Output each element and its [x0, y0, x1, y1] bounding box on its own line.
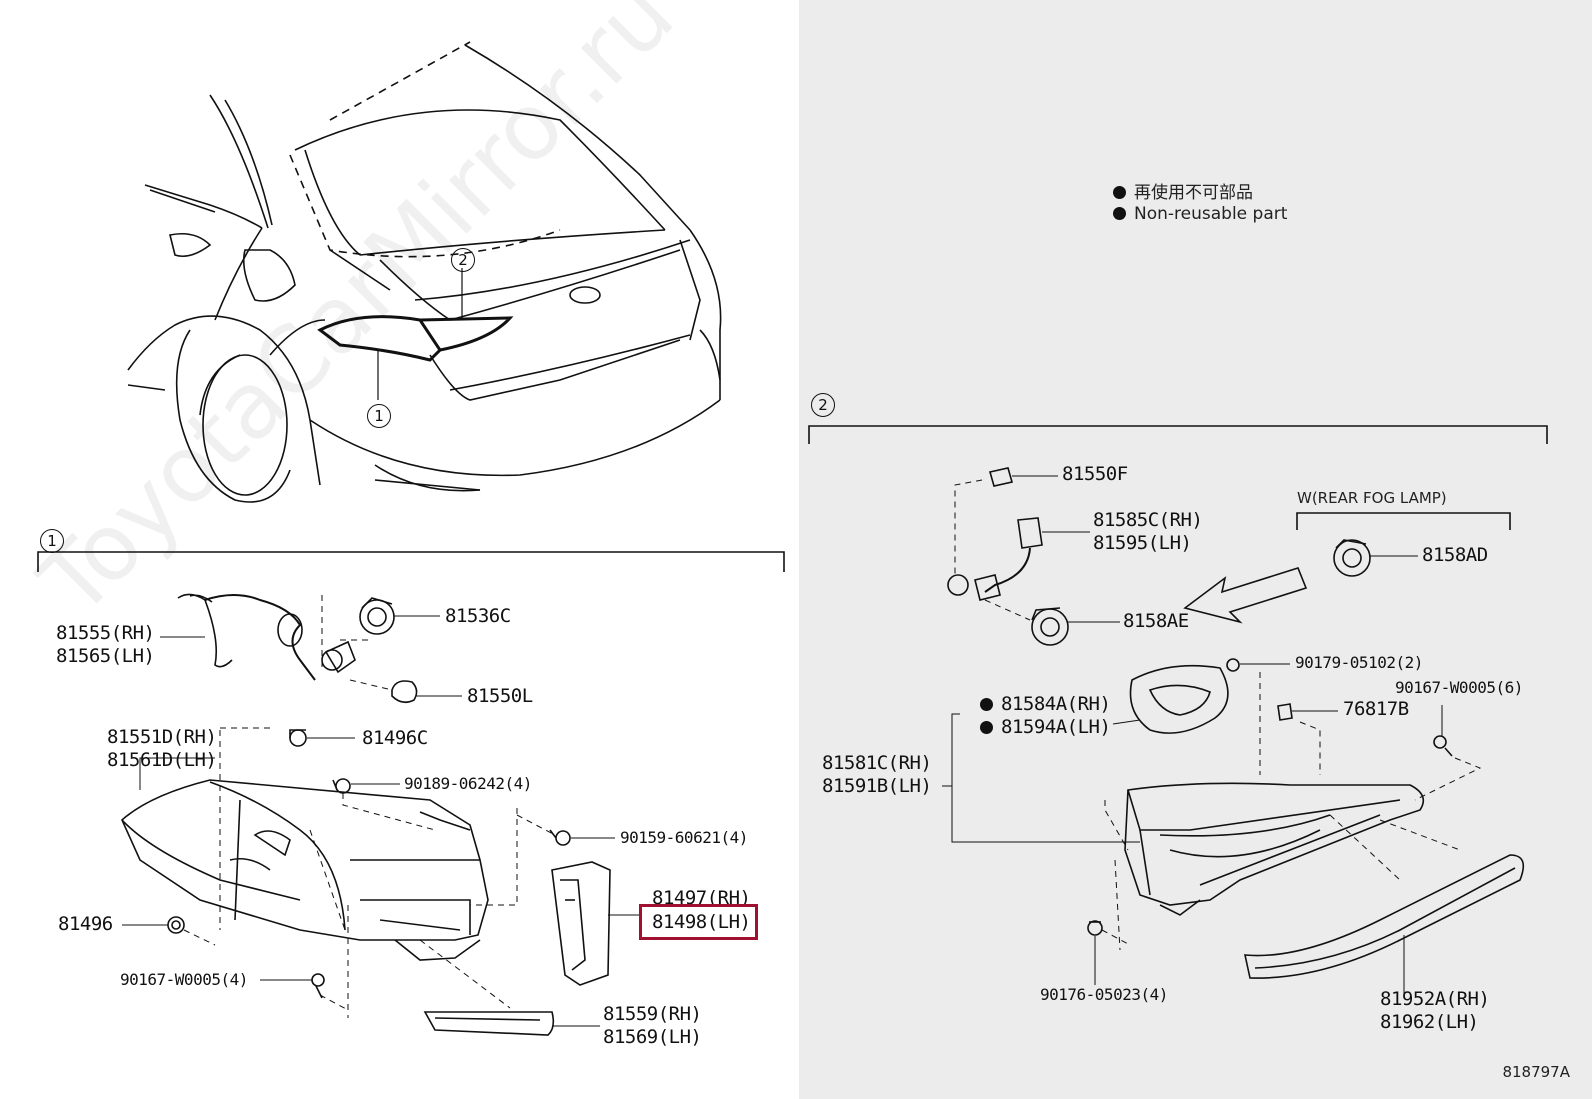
part-90167b-screw — [1433, 735, 1453, 757]
label-81551d-rh: 81551D(RH) — [107, 726, 217, 748]
fog-group-bracket — [1296, 512, 1511, 530]
right-panel-background — [799, 0, 1592, 1099]
bullet-icon — [1113, 207, 1126, 220]
label-81565-lh: 81565(LH) — [56, 645, 155, 667]
label-81559[interactable]: 81559(RH)81569(LH) — [603, 1003, 702, 1049]
label-81496[interactable]: 81496 — [58, 913, 113, 935]
label-81585c-rh: 81585C(RH) — [1093, 509, 1203, 531]
label-81594a-lh-row: 81594A(LH) — [980, 716, 1111, 739]
car-rear-illustration — [127, 41, 722, 503]
part-81551d-lamp — [121, 779, 489, 961]
fog-group-label: W(REAR FOG LAMP) — [1297, 489, 1447, 507]
label-90189[interactable]: 90189-06242(4) — [404, 774, 532, 793]
label-81496c[interactable]: 81496C — [362, 727, 428, 749]
section-2-bracket — [808, 425, 1548, 444]
callout-1-car: 1 — [367, 404, 391, 428]
note-jp: 再使用不可部品 — [1113, 178, 1253, 203]
label-81551d[interactable]: 81551D(RH)81561D(LH) — [107, 726, 217, 772]
part-81581c-lamp — [1124, 782, 1425, 916]
part-8158ae-socket — [1031, 607, 1069, 646]
part-90176-clip — [1087, 920, 1103, 936]
label-81584a[interactable]: 81584A(RH) 81594A(LH) — [980, 693, 1111, 739]
label-81962-lh: 81962(LH) — [1380, 1011, 1479, 1033]
label-81581c-rh: 81581C(RH) — [822, 752, 932, 774]
note-jp-text: 再使用不可部品 — [1134, 183, 1253, 203]
label-81569-lh: 81569(LH) — [603, 1026, 702, 1048]
callout-2-car: 2 — [451, 248, 475, 272]
label-81497[interactable]: 81497(RH) — [652, 887, 751, 909]
label-76817b[interactable]: 76817B — [1343, 698, 1409, 720]
label-8158ad[interactable]: 8158AD — [1422, 544, 1488, 566]
part-81585c-harness — [947, 517, 1043, 601]
note-en: Non-reusable part — [1113, 204, 1287, 224]
part-90167-screw — [311, 973, 325, 999]
part-76817b-clip — [1277, 703, 1293, 721]
part-90159-screw — [549, 829, 571, 846]
label-81498[interactable]: 81498(LH) — [652, 911, 751, 933]
label-81550f[interactable]: 81550F — [1062, 463, 1128, 485]
part-81952a-garnish — [1243, 854, 1525, 979]
part-81555-harness — [177, 593, 356, 681]
label-90176[interactable]: 90176-05023(4) — [1040, 985, 1168, 1004]
label-81550l[interactable]: 81550L — [467, 685, 533, 707]
part-81550l-bulb — [391, 680, 418, 704]
label-81584a-rh: 81584A(RH) — [1001, 693, 1111, 715]
part-81584a-gasket — [1129, 664, 1229, 734]
label-90167b[interactable]: 90167-W0005(6) — [1395, 678, 1523, 697]
label-90179[interactable]: 90179-05102(2) — [1295, 653, 1423, 672]
part-8158ad-socket — [1333, 539, 1371, 577]
note-en-text: Non-reusable part — [1134, 204, 1288, 224]
part-81496-grommet — [167, 916, 185, 934]
label-81594a-lh: 81594A(LH) — [1001, 716, 1111, 738]
non-reusable-bullet-icon — [980, 721, 993, 734]
label-81561d-lh: 81561D(LH) — [107, 749, 217, 771]
part-90179-clip — [1226, 658, 1240, 672]
label-81536c[interactable]: 81536C — [445, 605, 511, 627]
part-81497-bracket — [551, 861, 611, 986]
label-81591b-lh: 81591B(LH) — [822, 775, 932, 797]
section-1-bracket — [37, 551, 785, 572]
label-81555[interactable]: 81555(RH)81565(LH) — [56, 622, 155, 668]
bullet-icon — [1113, 186, 1126, 199]
label-90167[interactable]: 90167-W0005(4) — [120, 970, 248, 989]
part-81496c-nut — [289, 729, 307, 747]
label-81581c[interactable]: 81581C(RH)81591B(LH) — [822, 752, 932, 798]
callout-1-section: 1 — [40, 529, 64, 553]
callout-2-section: 2 — [811, 393, 835, 417]
part-81536c-socket — [359, 597, 395, 635]
part-81550f-bulb — [988, 467, 1014, 487]
label-81585c[interactable]: 81585C(RH)81595(LH) — [1093, 509, 1203, 555]
non-reusable-bullet-icon — [980, 698, 993, 711]
install-arrow — [1183, 567, 1308, 624]
label-81952a[interactable]: 81952A(RH)81962(LH) — [1380, 988, 1490, 1034]
label-8158ae[interactable]: 8158AE — [1123, 610, 1189, 632]
diagram-id: 818797A — [1502, 1063, 1570, 1081]
label-90159[interactable]: 90159-60621(4) — [620, 828, 748, 847]
highlight-box — [639, 904, 758, 940]
label-81584a-rh-row: 81584A(RH) — [980, 693, 1111, 716]
label-81595-lh: 81595(LH) — [1093, 532, 1192, 554]
part-81559-garnish — [423, 1011, 555, 1036]
label-81952a-rh: 81952A(RH) — [1380, 988, 1490, 1010]
label-81555-rh: 81555(RH) — [56, 622, 155, 644]
label-81559-rh: 81559(RH) — [603, 1003, 702, 1025]
